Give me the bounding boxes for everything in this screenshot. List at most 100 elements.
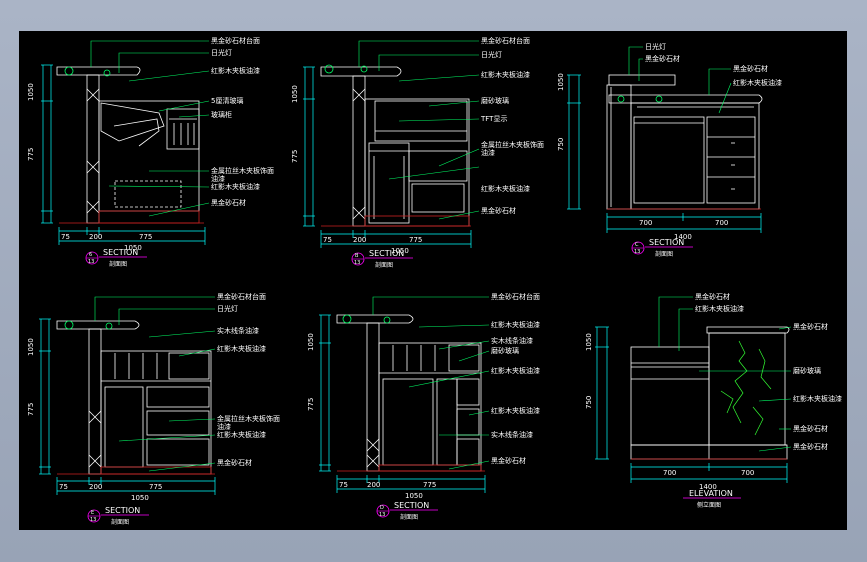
section-view-5-dimensions	[319, 314, 486, 493]
label: 金属拉丝木夹板饰面	[481, 140, 544, 149]
label: 磨砂玻璃	[491, 346, 519, 355]
label: 5厘清玻璃	[211, 96, 243, 105]
dim-label: 750	[557, 138, 565, 151]
title-block-v6: ELEVATION 侧立面图	[683, 489, 741, 509]
bubble-bottom: 13	[634, 249, 640, 255]
section-view-3-leaders	[628, 46, 732, 114]
label: 磨砂玻璃	[793, 366, 821, 375]
view-subtitle: 剖面图	[400, 513, 418, 521]
label: 红影木夹板油漆	[481, 184, 530, 193]
label: 黑金砂石材台面	[211, 36, 260, 45]
bubble-bottom: 13	[88, 259, 94, 265]
title-block-v2: SECTION 剖面图 B 13	[351, 249, 413, 269]
label: 日光灯	[481, 50, 502, 59]
section-view-5-labels: 黑金砂石材台面 红影木夹板油漆 实木线条油漆 磨砂玻璃 红影木夹板油漆 红影木夹…	[307, 292, 540, 500]
dim-label: 1050	[291, 85, 299, 103]
section-view-2-dimensions	[303, 66, 472, 248]
label: 玻璃柜	[211, 110, 232, 119]
dim-label: 75	[339, 481, 348, 489]
dim-label: 1050	[27, 83, 35, 101]
bubble-top: D	[380, 505, 384, 511]
label: 红影木夹板油漆	[217, 430, 266, 439]
bubble-top: E	[91, 510, 94, 516]
bubble-top: C	[635, 242, 639, 248]
dim-label: 775	[149, 483, 162, 491]
dim-label: 200	[89, 483, 102, 491]
label: 红影木夹板油漆	[211, 182, 260, 191]
dim-label: 1050	[391, 247, 409, 255]
label: 黑金砂石材	[491, 456, 526, 465]
drawing-sheet: 黑金砂石材台面 日光灯 红影木夹板油漆 5厘清玻璃 玻璃柜 金属拉丝木夹板饰面 …	[19, 31, 847, 530]
section-view-1	[56, 66, 204, 224]
view-title: SECTION	[369, 249, 404, 258]
view-title: SECTION	[649, 238, 684, 247]
dim-label: 775	[139, 233, 152, 241]
section-view-4	[56, 320, 215, 475]
title-block-v4: SECTION 剖面图 E 13	[87, 506, 149, 526]
view-subtitle: 剖面图	[109, 260, 127, 268]
dim-label: 200	[89, 233, 102, 241]
bubble-top: 6	[89, 252, 92, 258]
section-view-6-dimensions	[595, 326, 788, 483]
dim-label: 1050	[124, 244, 142, 252]
label: 红影木夹板油漆	[217, 344, 266, 353]
label: 金属拉丝木夹板饰面	[211, 166, 274, 175]
label: 红影木夹板油漆	[491, 366, 540, 375]
label: 红影木夹板油漆	[695, 304, 744, 313]
dim-label: 700	[715, 219, 728, 227]
label: 红影木夹板油漆	[793, 394, 842, 403]
label: 红影木夹板油漆	[491, 320, 540, 329]
dim-label: 1050	[557, 73, 565, 91]
dim-label: 775	[27, 148, 35, 161]
bubble-top: B	[355, 253, 359, 259]
label: 金属拉丝木夹板饰面	[217, 414, 280, 423]
label: 日光灯	[217, 304, 238, 313]
bubble-bottom: 13	[354, 260, 360, 266]
section-view-3-labels: 日光灯 黑金砂石材 黑金砂石材 红影木夹板油漆 1050 750 700 700…	[557, 42, 782, 241]
label: 黑金砂石材台面	[491, 292, 540, 301]
label: 黑金砂石材	[793, 442, 828, 451]
dim-label: 1400	[674, 233, 692, 241]
section-view-1-dimensions	[41, 64, 206, 245]
view-subtitle: 剖面图	[111, 518, 129, 526]
title-block-v5: SECTION 剖面图 D 13	[376, 501, 438, 521]
label: 实木线条油漆	[491, 336, 533, 345]
dim-label: 700	[663, 469, 676, 477]
label: TFT显示	[480, 115, 507, 123]
label: 磨砂玻璃	[481, 96, 509, 105]
section-view-3	[606, 74, 763, 210]
elevation-stone-veins	[720, 340, 772, 436]
label: 油漆	[481, 148, 495, 157]
label: 红影木夹板油漆	[211, 66, 260, 75]
dim-label: 700	[741, 469, 754, 477]
dim-label: 775	[291, 150, 299, 163]
label: 黑金砂石材	[211, 198, 246, 207]
view-subtitle: 剖面图	[375, 261, 393, 269]
label: 黑金砂石材	[793, 322, 828, 331]
section-view-4-labels: 黑金砂石材台面 日光灯 实木线条油漆 红影木夹板油漆 金属拉丝木夹板饰面 油漆 …	[27, 292, 280, 502]
bubble-bottom: 13	[90, 517, 96, 523]
section-view-2-leaders	[358, 40, 480, 220]
label: 黑金砂石材	[645, 54, 680, 63]
dim-label: 1050	[585, 333, 593, 351]
dim-label: 200	[353, 236, 366, 244]
section-view-5-leaders	[372, 296, 490, 470]
section-view-2	[320, 64, 471, 227]
label: 红影木夹板油漆	[491, 406, 540, 415]
bubble-bottom: 13	[379, 512, 385, 518]
dim-label: 75	[61, 233, 70, 241]
label: 黑金砂石材	[217, 458, 252, 467]
view-title: SECTION	[105, 506, 140, 515]
label: 黑金砂石材	[793, 424, 828, 433]
section-view-4-dimensions	[39, 318, 216, 495]
section-view-6-leaders	[658, 296, 792, 452]
view-subtitle: 侧立面图	[697, 501, 721, 509]
dim-label: 775	[27, 403, 35, 416]
dim-label: 1050	[27, 338, 35, 356]
section-view-2-labels: 黑金砂石材台面 日光灯 红影木夹板油漆 磨砂玻璃 TFT显示 金属拉丝木夹板饰面…	[291, 36, 544, 255]
label: 日光灯	[211, 48, 232, 57]
label: 油漆	[211, 174, 225, 183]
title-block-v1: SECTION 剖面图 6 13	[85, 248, 147, 268]
dim-label: 1400	[699, 483, 717, 491]
label: 黑金砂石材台面	[217, 292, 266, 301]
